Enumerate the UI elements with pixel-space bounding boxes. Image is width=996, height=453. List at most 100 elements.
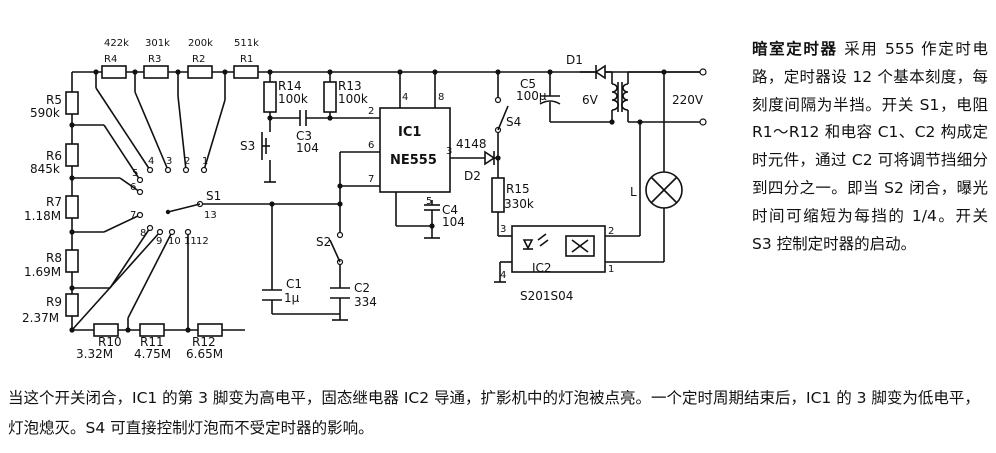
resistor-r11: R11 4.75M [134,323,171,361]
resistor-r8: R8 1.69M [24,249,79,279]
resistor-r5: R5 590k [30,91,79,120]
diode-d2: 4148 D2 [456,137,496,183]
svg-text:6.65M: 6.65M [186,347,223,361]
article-title: 暗室定时器 [752,40,838,58]
svg-text:334: 334 [354,295,377,309]
transformer: 6V [582,82,629,112]
svg-text:R9: R9 [46,295,62,309]
switch-s3: S3 [240,132,270,160]
svg-text:8: 8 [140,228,146,239]
svg-text:IC2: IC2 [532,261,552,275]
resistor-r15: R15 330k [491,177,534,213]
svg-text:7: 7 [130,210,136,221]
svg-text:9: 9 [156,236,162,247]
svg-text:R4: R4 [104,54,117,65]
switch-s2: S2 [316,231,344,266]
svg-text:C4: C4 [442,203,458,217]
ic2-ssr: IC2 S201S04 1 2 3 4 [500,224,614,303]
svg-text:S4: S4 [506,115,521,129]
svg-text:R12: R12 [192,335,216,349]
svg-text:4: 4 [402,92,408,103]
side-description-text: 采用 555 作定时电路，定时器设 12 个基本刻度，每刻度间隔为半挡。开关 S… [752,40,988,253]
capacitor-c3: C3 104 [296,110,319,155]
svg-text:100k: 100k [338,92,368,106]
svg-text:S2: S2 [316,235,331,249]
svg-text:1: 1 [608,264,614,275]
switch-s4: S4 [494,96,521,134]
svg-text:3: 3 [166,156,172,167]
svg-text:200k: 200k [188,38,213,49]
svg-text:4.75M: 4.75M [134,347,171,361]
svg-text:2: 2 [184,156,190,167]
resistor-r6: R6 845k [30,143,79,176]
svg-text:10: 10 [168,236,181,247]
svg-text:R10: R10 [98,335,122,349]
svg-text:13: 13 [204,210,217,221]
svg-text:220V: 220V [672,93,704,107]
resistor-r4: 422k R4 [101,38,129,79]
svg-text:7: 7 [368,174,374,185]
resistor-r9: R9 2.37M [22,293,79,325]
svg-text:R3: R3 [148,54,161,65]
lamp-l: L [630,171,683,209]
bottom-description: 当这个开关闭合，IC1 的第 3 脚变为高电平，固态继电器 IC2 导通，扩影机… [8,389,980,437]
svg-text:NE555: NE555 [390,153,437,168]
svg-text:590k: 590k [30,106,60,120]
svg-text:11: 11 [184,236,197,247]
svg-text:S3: S3 [240,139,255,153]
diode-d1: D1 [566,53,606,80]
svg-text:5: 5 [132,168,138,179]
svg-text:D2: D2 [464,169,481,183]
svg-text:S1: S1 [206,189,221,203]
capacitor-c2: C2 334 [330,281,377,309]
svg-text:1: 1 [202,156,208,167]
svg-text:100k: 100k [278,92,308,106]
resistor-r7: R7 1.18M [24,195,79,223]
svg-text:R1: R1 [240,54,253,65]
svg-text:100μ: 100μ [516,89,547,103]
mains-terminals: 220V [672,68,707,126]
resistor-r1: 511k R1 [233,38,259,79]
svg-text:R6: R6 [46,149,62,163]
ground-symbols [264,181,506,321]
svg-text:R13: R13 [338,79,362,93]
capacitor-c5: C5 100μ [516,77,561,105]
svg-text:1.69M: 1.69M [24,265,61,279]
svg-text:2: 2 [368,106,374,117]
svg-text:422k: 422k [104,38,129,49]
svg-text:6V: 6V [582,93,599,107]
svg-text:2: 2 [608,226,614,237]
resistor-r13: R13 100k [323,79,368,113]
svg-text:R14: R14 [278,79,302,93]
svg-text:C5: C5 [520,77,536,91]
capacitor-c1: C1 1μ [262,277,302,305]
svg-text:L: L [630,185,637,199]
svg-text:S201S04: S201S04 [520,289,573,303]
junction-dots [69,69,667,333]
svg-text:301k: 301k [145,38,170,49]
svg-text:104: 104 [296,141,319,155]
svg-text:6: 6 [130,182,136,193]
svg-text:C3: C3 [296,129,312,143]
svg-text:R15: R15 [506,182,530,196]
capacitor-c4: C4 104 [424,203,465,229]
selector-switch-s1: 1 2 3 4 5 6 7 8 9 10 11 12 13 S1 [130,156,221,247]
svg-text:IC1: IC1 [398,125,421,140]
side-description: 暗室定时器 采用 555 作定时电路，定时器设 12 个基本刻度，每刻度间隔为半… [752,36,988,258]
svg-text:4: 4 [148,156,154,167]
svg-text:12: 12 [196,236,209,247]
svg-text:2.37M: 2.37M [22,311,59,325]
svg-text:5: 5 [426,196,432,207]
ic1-ne555: IC1 NE555 2 3 4 5 6 7 8 [368,92,452,207]
svg-text:3: 3 [446,146,452,157]
svg-text:C2: C2 [354,281,370,295]
svg-text:D1: D1 [566,53,583,67]
svg-text:R5: R5 [46,93,62,107]
resistor-r3: 301k R3 [143,38,170,79]
svg-text:845k: 845k [30,162,60,176]
svg-text:3: 3 [500,224,506,235]
svg-text:8: 8 [438,92,444,103]
resistor-r10: R10 3.32M [76,323,122,361]
svg-text:C1: C1 [286,277,302,291]
svg-text:R2: R2 [192,54,205,65]
